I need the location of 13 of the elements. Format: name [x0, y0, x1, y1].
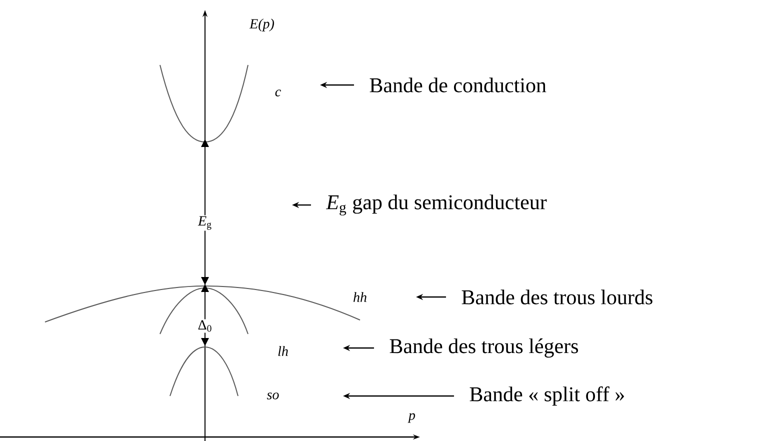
band-label: lh: [278, 346, 288, 356]
description-text: Bande de conduction: [370, 78, 546, 92]
description-text: Bande des trous légers: [390, 338, 578, 358]
description-text: E$_{g}$ gap du semiconducteur: [326, 194, 547, 216]
axis-label: p: [408, 413, 416, 423]
band-label: c: [275, 90, 281, 96]
band-label: hh: [354, 292, 366, 302]
gap-label: E$_{g}$: [197, 215, 213, 231]
band-label: so: [266, 392, 279, 400]
gap-label: Δ$_{0}$: [196, 319, 214, 333]
description-text: Bande des trous lourds: [462, 290, 652, 304]
description-text: Bande « split off »: [470, 386, 624, 406]
axis-label: E(p): [249, 18, 274, 32]
